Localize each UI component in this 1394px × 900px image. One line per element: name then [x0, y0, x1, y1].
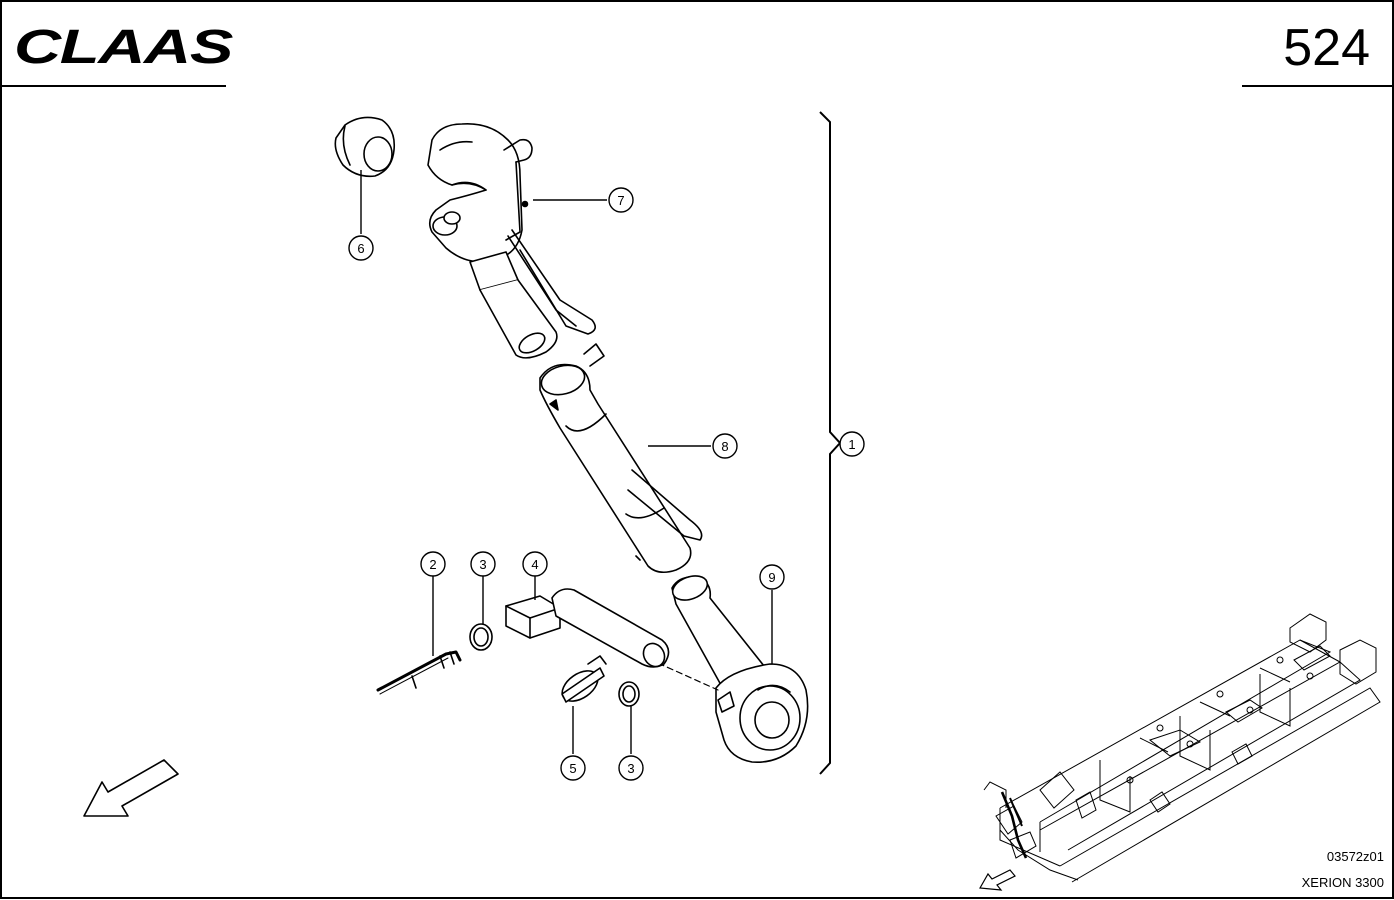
assembly-bracket [819, 111, 842, 775]
ball-joint-part-9 [671, 575, 809, 763]
pin-part-4 [505, 588, 670, 668]
lynch-pin-part-5 [561, 655, 607, 703]
callout-9: 9 [768, 570, 775, 585]
chain-part-2 [376, 650, 462, 695]
page-number: 524 [1283, 19, 1370, 77]
callout-6: 6 [357, 241, 364, 256]
callout-5: 5 [569, 761, 576, 776]
callout-4: 4 [531, 557, 538, 572]
callout-8: 8 [721, 439, 728, 454]
brand-logo-text: CLAAS [14, 21, 233, 74]
direction-arrow [83, 759, 179, 817]
drawing-code: 03572z01 [1327, 849, 1384, 864]
callout-2: 2 [429, 557, 436, 572]
cap-part-6 [334, 116, 396, 178]
tractor-frame-thumbnail [983, 613, 1381, 883]
callout-3-upper: 3 [479, 557, 486, 572]
brand-logo: CLAAS [14, 21, 234, 74]
callout-1: 1 [848, 437, 855, 452]
model-name: XERION 3300 [1302, 875, 1384, 890]
tube-part-8 [539, 343, 703, 574]
callout-3-lower: 3 [627, 761, 634, 776]
hook-end-part-7 [427, 123, 596, 359]
thumbnail-direction-arrow [979, 869, 1016, 891]
callout-7: 7 [617, 193, 624, 208]
